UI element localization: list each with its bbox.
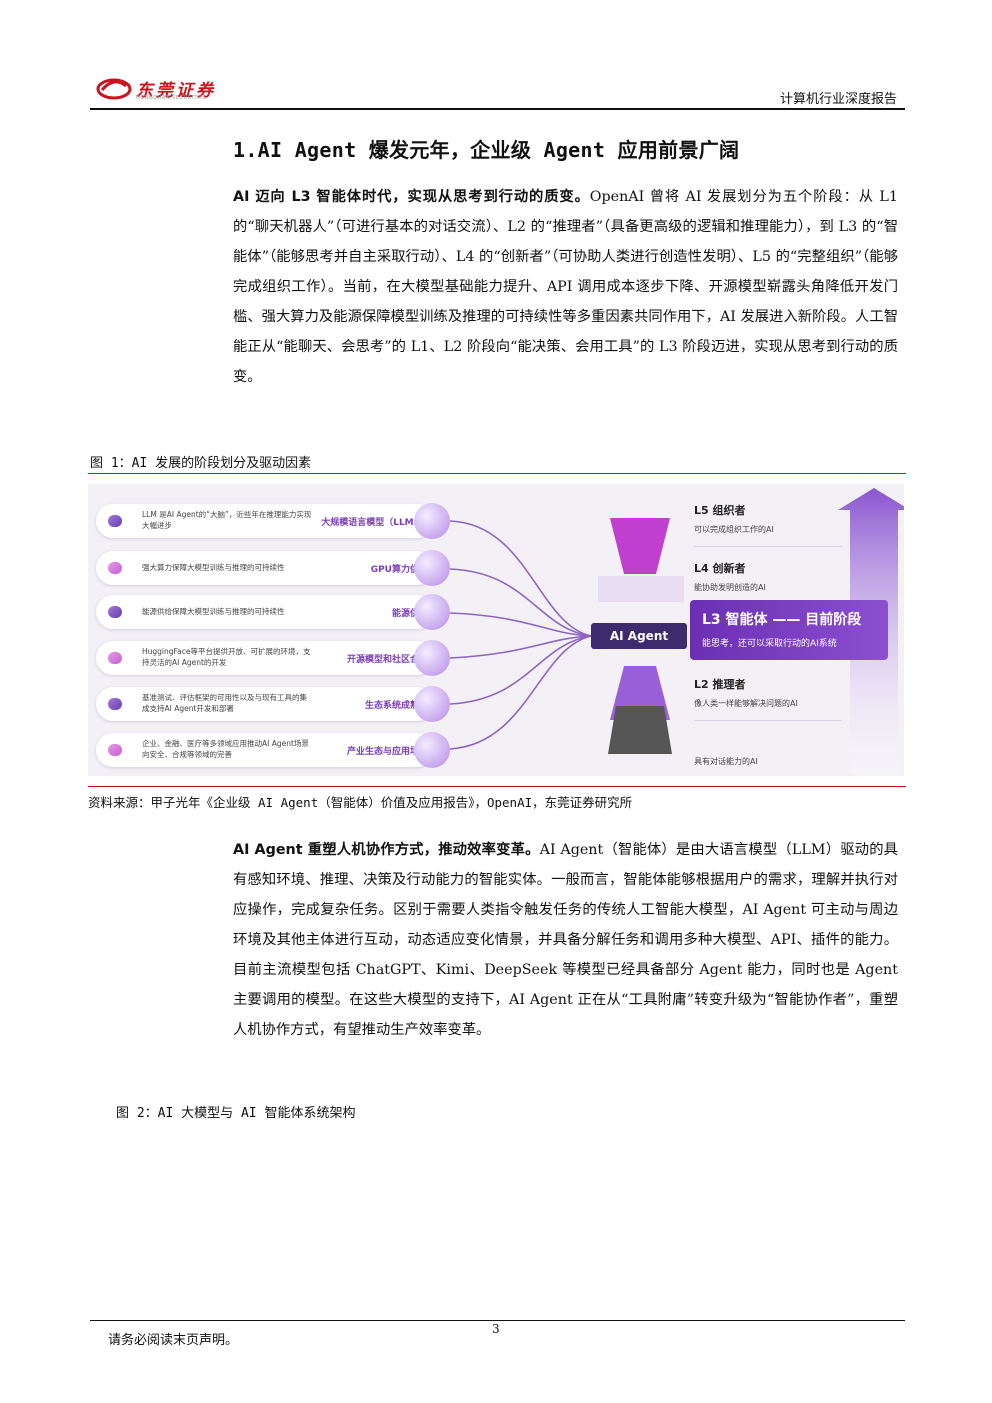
stage-l1: 具有对话能力的AI [694, 756, 854, 767]
stage-desc: 能思考，还可以采取行动的AI系统 [702, 639, 837, 649]
orb-icon [414, 640, 450, 676]
orb-icon [414, 732, 450, 768]
logo-text: 东莞证券 [136, 81, 216, 101]
figure-1-source: 资料来源：甲子光年《企业级 AI Agent（智能体）价值及应用报告》，Open… [88, 795, 633, 810]
orb-icon [414, 503, 450, 539]
driver-desc: LLM 是AI Agent的“大脑”，近些年在推理能力实现大幅进步 [142, 510, 312, 530]
paragraph-1-lead: AI 迈向 L3 智能体时代，实现从思考到行动的质变。 [233, 189, 590, 205]
driver-name: 产业生态与应用场景 [346, 747, 428, 757]
paragraph-1-body: OpenAI 曾将 AI 发展划分为五个阶段：从 L1 的“聊天机器人”（可进行… [233, 189, 898, 385]
company-logo: 东莞证券 DONGGUAN SECURITIES [96, 74, 256, 104]
section-title: 1.AI Agent 爆发元年，企业级 Agent 应用前景广阔 [233, 138, 740, 162]
header-divider [90, 108, 905, 110]
driver-desc: 能源供给保障大模型训练与推理的可持续性 [142, 607, 285, 616]
orb-icon [414, 594, 450, 630]
paragraph-1: AI 迈向 L3 智能体时代，实现从思考到行动的质变。OpenAI 曾将 AI … [233, 182, 898, 392]
driver-ecosystem: 基准测试、评估框架的可用性以及与现有工具的集成支持AI Agent开发和部署 生… [96, 687, 434, 721]
stage-desc: 能协助发明创造的AI [694, 583, 766, 592]
connector-lines [449, 488, 904, 774]
orb-icon [414, 686, 450, 722]
stage-l2: L2 推理者 像人类一样能够解决问题的AI [694, 676, 854, 709]
driver-desc: 企业、金融、医疗等多领域应用推动AI Agent场景向安全、合规等领域的完善 [142, 739, 309, 759]
driver-name: 开源模型和社区合作 [346, 655, 428, 665]
driver-name: 大规模语言模型（LLMs） [321, 518, 428, 528]
driver-energy: 能源供给保障大模型训练与推理的可持续性 能源供给 [96, 595, 434, 629]
stage-divider [694, 546, 842, 547]
driver-industry: 企业、金融、医疗等多领域应用推动AI Agent场景向安全、合规等领域的完善 产… [96, 733, 434, 767]
bullet-icon [108, 698, 122, 710]
footer-disclaimer: 请务必阅读末页声明。 [108, 1333, 239, 1348]
stage-desc: 可以完成组织工作的AI [694, 525, 774, 534]
driver-name: GPU算力供给 [370, 565, 428, 575]
stage-divider [694, 720, 842, 721]
driver-name: 生态系统成熟度 [364, 701, 428, 711]
figure-1-bottom-rule [88, 786, 906, 787]
bullet-icon [108, 744, 122, 756]
stage-title: L2 推理者 [694, 678, 746, 691]
stage-title: L5 组织者 [694, 504, 746, 517]
driver-open-source: HuggingFace等平台提供开放、可扩展的环境，支持灵活的AI Agent的… [96, 641, 434, 675]
stage-l3-current: L3 智能体 —— 目前阶段 能思考，还可以采取行动的AI系统 [690, 600, 888, 660]
bullet-icon [108, 652, 122, 664]
figure-2-caption: 图 2：AI 大模型与 AI 智能体系统架构 [116, 1106, 356, 1121]
figure-1-diagram: LLM 是AI Agent的“大脑”，近些年在推理能力实现大幅进步 大规模语言模… [88, 484, 904, 776]
stage-title: L3 智能体 —— 目前阶段 [702, 612, 862, 628]
page-number: 3 [492, 1322, 500, 1336]
driver-desc: HuggingFace等平台提供开放、可扩展的环境，支持灵活的AI Agent的… [142, 647, 311, 667]
report-type: 计算机行业深度报告 [779, 92, 897, 107]
bullet-icon [108, 515, 122, 527]
stage-l5: L5 组织者 可以完成组织工作的AI [694, 502, 854, 535]
paragraph-2: AI Agent 重塑人机协作方式，推动效率变革。AI Agent（智能体）是由… [233, 835, 898, 1045]
bullet-icon [108, 606, 122, 618]
stage-desc: 具有对话能力的AI [694, 757, 758, 766]
paragraph-2-lead: AI Agent 重塑人机协作方式，推动效率变革。 [233, 842, 540, 858]
driver-gpu: 强大算力保障大模型训练与推理的可持续性 GPU算力供给 [96, 551, 434, 585]
stage-desc: 像人类一样能够解决问题的AI [694, 699, 798, 708]
logo-mark-icon [96, 78, 132, 100]
orb-icon [414, 550, 450, 586]
driver-desc: 强大算力保障大模型训练与推理的可持续性 [142, 563, 285, 572]
logo-subtext: DONGGUAN SECURITIES [136, 95, 207, 101]
driver-name: 能源供给 [391, 609, 428, 619]
center-agent-label: AI Agent [591, 623, 687, 649]
driver-llm: LLM 是AI Agent的“大脑”，近些年在推理能力实现大幅进步 大规模语言模… [96, 504, 434, 538]
stage-l4: L4 创新者 能协助发明创造的AI [694, 560, 854, 593]
bullet-icon [108, 562, 122, 574]
paragraph-2-body: AI Agent（智能体）是由大语言模型（LLM）驱动的具有感知环境、推理、决策… [233, 842, 898, 1038]
footer-divider [90, 1320, 905, 1321]
figure-1-caption: 图 1：AI 发展的阶段划分及驱动因素 [90, 456, 312, 471]
driver-desc: 基准测试、评估框架的可用性以及与现有工具的集成支持AI Agent开发和部署 [142, 693, 307, 713]
stage-title: L4 创新者 [694, 562, 746, 575]
figure-1-top-rule [88, 473, 906, 474]
